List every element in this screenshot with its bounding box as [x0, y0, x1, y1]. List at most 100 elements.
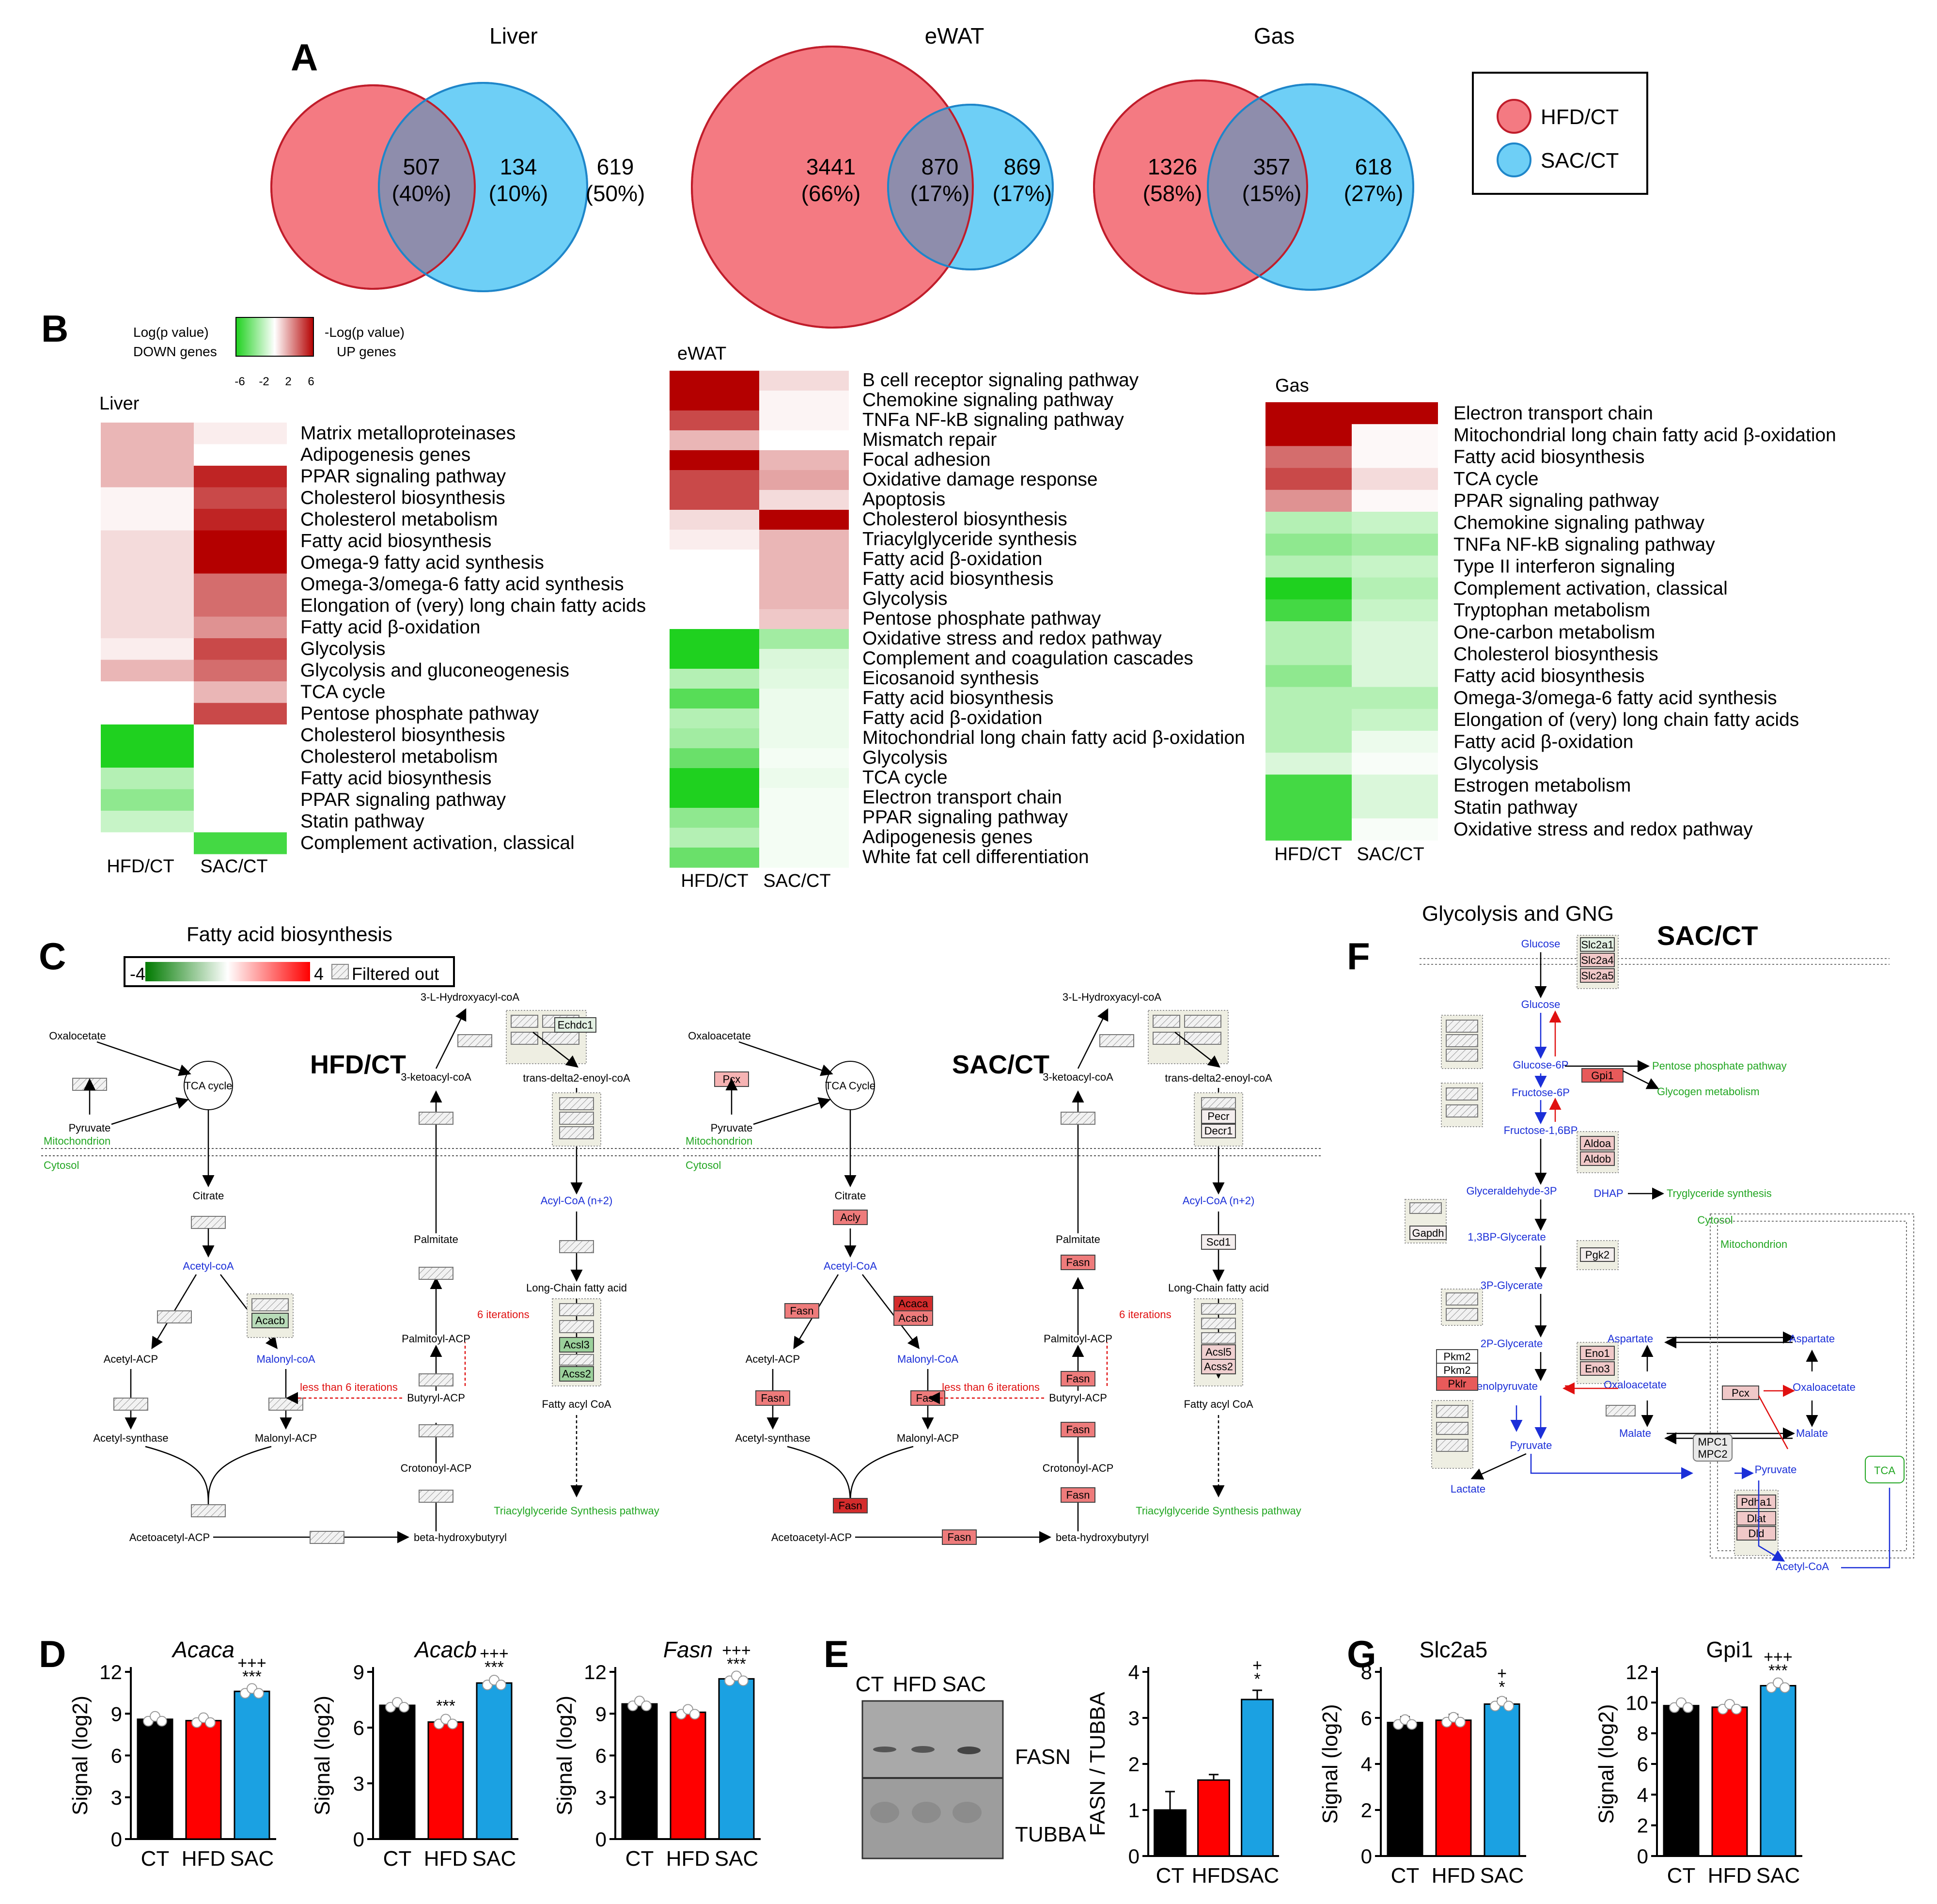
heatmap-cell [670, 530, 759, 550]
heatmap-row-label: Fatty acid biosynthesis [862, 688, 1054, 708]
metabolite-label: Acetyl-ACP [746, 1353, 800, 1365]
significance-mark: +++ [722, 1641, 751, 1660]
metabolite-label: Acetyl-CoA [1776, 1560, 1829, 1573]
y-tick-label: 2 [1128, 1753, 1140, 1776]
pathway-arrow [1470, 1453, 1527, 1480]
heatmap-cell [194, 444, 287, 466]
blot-fasn-strip [862, 1701, 1003, 1778]
significance-mark: *** [484, 1658, 504, 1676]
heatmap-cell [1265, 818, 1352, 841]
heatmap-row-label: Statin pathway [300, 811, 424, 832]
data-point [689, 1709, 700, 1720]
heatmap-cell [194, 746, 287, 768]
y-tick-label: 8 [1361, 1661, 1372, 1684]
scale-left-label: Log(p value) [133, 325, 209, 340]
venn-percent: (17%) [910, 181, 970, 206]
filtered-gene-box [1184, 1015, 1221, 1028]
metabolite-label: Acetyl-synthase [93, 1432, 168, 1444]
gene-box [1722, 1385, 1759, 1400]
heatmap-cell [1265, 555, 1352, 578]
heatmap-cell [1352, 446, 1438, 469]
filtered-gene-box [268, 1398, 303, 1411]
heatmap-cell [759, 748, 849, 769]
heatmap-cell [1265, 796, 1352, 819]
heatmap-cell [1352, 687, 1438, 709]
venn-overlap [379, 85, 475, 289]
chart-title: Gpi1 [1706, 1637, 1753, 1662]
metabolite-label: Butyryl-ACP [1049, 1392, 1107, 1404]
gene-acss2 [1201, 1359, 1236, 1374]
heatmap-cell [101, 573, 194, 596]
pathway-arrow [1758, 1395, 1789, 1449]
panel-e-letter: E [824, 1633, 849, 1675]
metabolite-label: trans-delta2-enoyl-coA [523, 1072, 630, 1084]
heatmap-row-label: PPAR signaling pathway [300, 466, 506, 487]
filtered-gene-box [419, 1112, 453, 1125]
data-point [447, 1718, 458, 1730]
chart-title: Slc2a5 [1420, 1637, 1488, 1662]
heatmap-cell [670, 550, 759, 570]
y-tick-label: 3 [595, 1786, 607, 1809]
heatmap-cell [1265, 665, 1352, 688]
heatmap-cell [194, 616, 287, 639]
gene-box [1436, 1349, 1478, 1364]
metabolite-label: Aspartate [1789, 1333, 1835, 1345]
heatmap-cell [670, 848, 759, 868]
filtered-gene-box [559, 1097, 594, 1110]
heatmap-cell [1352, 424, 1438, 446]
heatmap-cell [759, 708, 849, 729]
filtered-gene-box [1446, 1049, 1478, 1062]
heatmap-col-label: HFD/CT [681, 871, 748, 891]
filtered-gene-box [251, 1298, 289, 1311]
heatmap-cell [1265, 753, 1352, 775]
x-tick-label: SAC [230, 1847, 274, 1871]
gene-fasn-label: Fasn [1066, 1373, 1090, 1385]
pathway-arrow [532, 1032, 578, 1068]
metabolite-label: Palmitate [1056, 1233, 1100, 1245]
heatmap-row-label: PPAR signaling pathway [862, 807, 1068, 828]
compartment-cytosol: Cytosol [686, 1159, 721, 1171]
venn-count: 869 [1004, 154, 1041, 179]
filtered-gene-box [1201, 1303, 1236, 1315]
heatmap-cell [1352, 402, 1438, 425]
heatmap-row-label: Adipogenesis genes [300, 444, 470, 465]
bar [670, 1711, 706, 1840]
y-tick-label: 0 [1637, 1845, 1648, 1868]
heatmap-cell [194, 703, 287, 725]
venn-count: 3441 [806, 154, 856, 179]
x-tick-label: HFD [424, 1847, 468, 1871]
bar [427, 1721, 464, 1840]
gene-acss2-label: Acss2 [562, 1368, 591, 1380]
venn-outline [378, 82, 588, 292]
heatmap-cell [759, 649, 849, 669]
gene-box [1580, 937, 1615, 952]
venn-outline [691, 46, 974, 329]
heatmap-cell [759, 430, 849, 451]
filtered-gene-box [511, 1015, 538, 1028]
bar [1711, 1706, 1748, 1857]
gene-acsl3-label: Acsl3 [563, 1339, 590, 1351]
blot-label-fasn: FASN [1015, 1745, 1071, 1769]
venn-outline [1093, 79, 1308, 295]
heatmap-cell [101, 552, 194, 574]
heatmap-cell [759, 629, 849, 649]
heatmap-cell [1265, 599, 1352, 622]
filtered-gene-box [1446, 1020, 1478, 1033]
heatmap-cell [101, 638, 194, 661]
filtered-gene-box [559, 1126, 594, 1139]
heatmap-cell [1265, 774, 1352, 797]
heatmap-cell [194, 638, 287, 661]
pathway-arrow [1530, 1454, 1693, 1479]
heatmap-cell [194, 768, 287, 790]
filtered-gene-box [1436, 1439, 1468, 1452]
filtered-gene-box [559, 1112, 594, 1125]
heatmap-row-label: Fatty acid biosynthesis [1453, 447, 1645, 468]
metabolite-label: Acetoacetyl-ACP [771, 1531, 852, 1543]
venn-outline [270, 84, 476, 290]
heatmap-color-scale [235, 317, 314, 357]
chart-title: Acacb [413, 1637, 477, 1662]
venn-title: Liver [489, 23, 538, 48]
gene-echdc1-label: Echdc1 [558, 1019, 593, 1031]
